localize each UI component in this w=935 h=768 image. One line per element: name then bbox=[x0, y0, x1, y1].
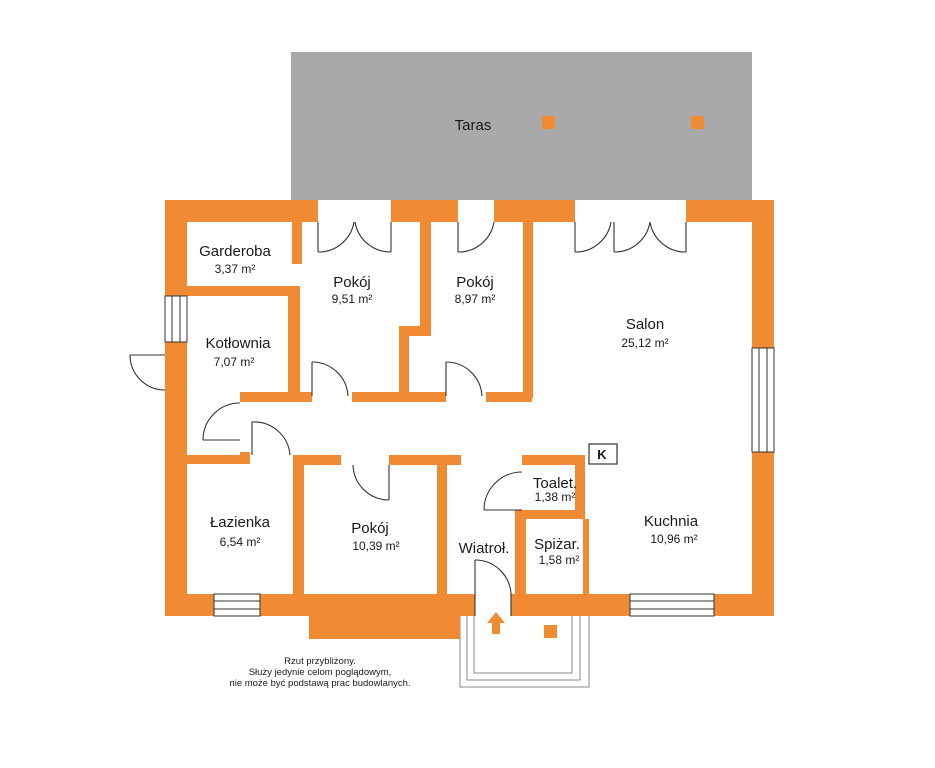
terrace-marker-1 bbox=[542, 116, 555, 129]
disclaimer-line-3: nie może być podstawą prac budowlanych. bbox=[229, 678, 410, 689]
terrace-marker-2 bbox=[691, 116, 704, 129]
room-name-lazienka: Łazienka bbox=[210, 514, 271, 531]
room-area-garderoba: 3,37 m² bbox=[215, 262, 256, 276]
window-salon bbox=[751, 347, 775, 453]
room-name-pokoj-2: Pokój bbox=[456, 274, 494, 291]
room-name-salon: Salon bbox=[626, 316, 664, 333]
room-name-kuchnia: Kuchnia bbox=[644, 513, 699, 530]
room-name-toaleta: Toalet. bbox=[533, 475, 577, 492]
disclaimer-line-1: Rzut przybliżony. bbox=[284, 656, 356, 667]
terrace-label: Taras bbox=[455, 117, 492, 134]
room-area-pokoj-2: 8,97 m² bbox=[455, 292, 496, 306]
room-name-kotlownia: Kotłownia bbox=[205, 335, 271, 352]
disclaimer: Rzut przybliżony. Służy jedynie celom po… bbox=[229, 656, 410, 689]
room-area-salon: 25,12 m² bbox=[621, 336, 668, 350]
room-name-pokoj-1: Pokój bbox=[333, 274, 371, 291]
kitchen-marker-label: K bbox=[597, 447, 607, 462]
room-area-spizarnia: 1,58 m² bbox=[539, 553, 580, 567]
entrance-steps bbox=[459, 616, 590, 688]
room-name-spizarnia: Spiżar. bbox=[534, 536, 580, 553]
room-area-kuchnia: 10,96 m² bbox=[650, 532, 697, 546]
window-kuchnia bbox=[629, 593, 715, 617]
terrace: Taras bbox=[291, 52, 752, 200]
walls bbox=[165, 200, 774, 639]
room-area-kotlownia: 7,07 m² bbox=[214, 355, 255, 369]
kitchen-marker-box bbox=[588, 443, 618, 465]
up-arrow-icon bbox=[487, 612, 505, 634]
terrace-area bbox=[291, 52, 752, 200]
room-area-toaleta: 1,38 m² bbox=[535, 490, 576, 504]
window-kotlownia bbox=[164, 295, 188, 343]
room-name-pokoj-3: Pokój bbox=[351, 520, 389, 537]
room-area-lazienka: 6,54 m² bbox=[220, 535, 261, 549]
room-area-pokoj-3: 10,39 m² bbox=[352, 539, 399, 553]
disclaimer-line-2: Służy jedynie celom poglądowym, bbox=[249, 667, 392, 678]
room-area-pokoj-1: 9,51 m² bbox=[332, 292, 373, 306]
step-marker bbox=[544, 625, 557, 638]
doors bbox=[129, 221, 687, 616]
window-lazienka bbox=[213, 593, 261, 617]
room-name-wiatrolap: Wiatroł. bbox=[459, 540, 510, 557]
windows bbox=[164, 295, 775, 617]
room-name-garderoba: Garderoba bbox=[199, 243, 271, 260]
